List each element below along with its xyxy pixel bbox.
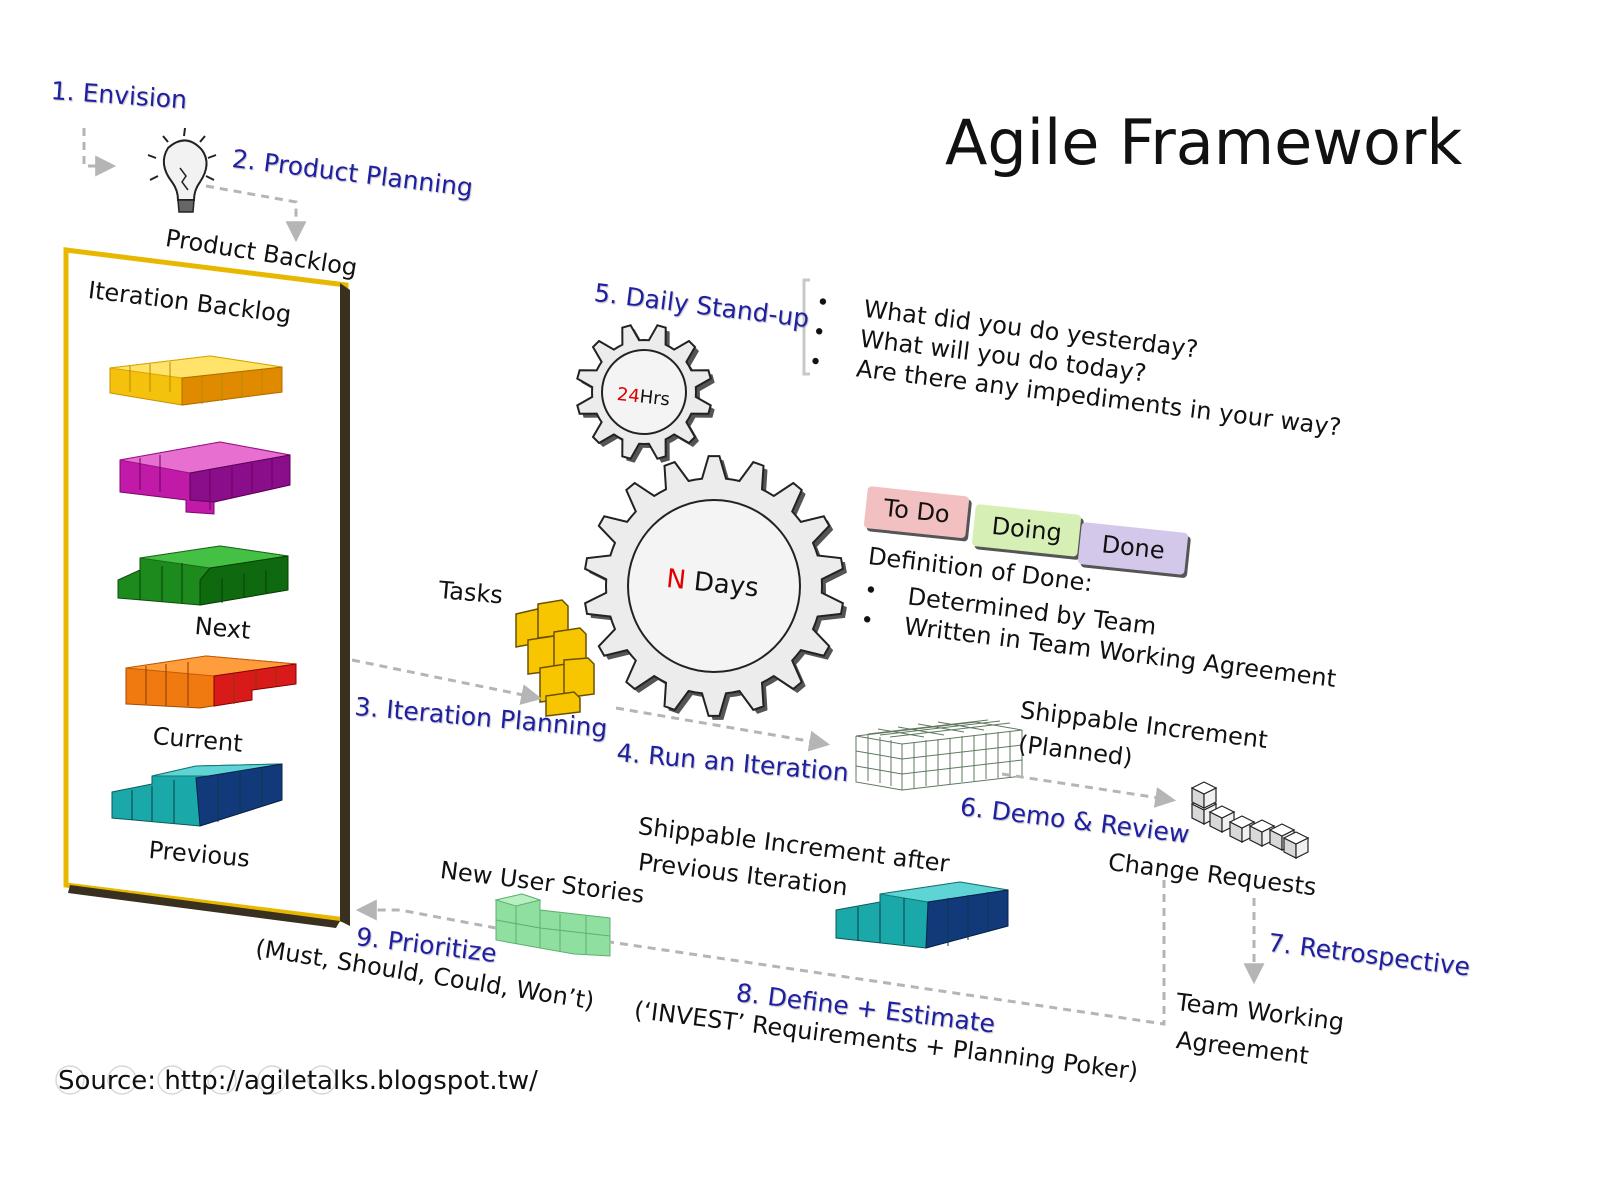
backlog-block-orange bbox=[125, 655, 297, 709]
flow-arrows bbox=[82, 128, 1265, 1026]
planned-increment-wireframe bbox=[855, 719, 1023, 791]
gear-large-icon bbox=[583, 455, 847, 720]
source-citation: Source: http://agiletalks.blogspot.tw/ bbox=[58, 1066, 538, 1096]
backlog-block-green bbox=[117, 545, 289, 606]
tasks-label: Tasks bbox=[437, 576, 505, 610]
change-requests-cubes bbox=[1190, 781, 1310, 859]
gear-small-icon bbox=[576, 324, 715, 463]
gear-small-hours-number: 24 bbox=[615, 384, 641, 408]
backlog-block-teal bbox=[111, 763, 283, 827]
previous-increment-block bbox=[835, 881, 1009, 949]
share-icons bbox=[55, 1065, 337, 1095]
backlog-block-yellow bbox=[109, 355, 283, 406]
lightbulb-icon bbox=[147, 127, 217, 213]
gear-small-hours-unit: Hrs bbox=[638, 386, 671, 411]
tasks-notes-icon bbox=[515, 599, 595, 717]
new-user-stories-block bbox=[494, 893, 611, 957]
page-title: Agile Framework bbox=[945, 106, 1463, 179]
next-label: Next bbox=[193, 612, 252, 645]
backlog-block-magenta bbox=[119, 441, 291, 515]
